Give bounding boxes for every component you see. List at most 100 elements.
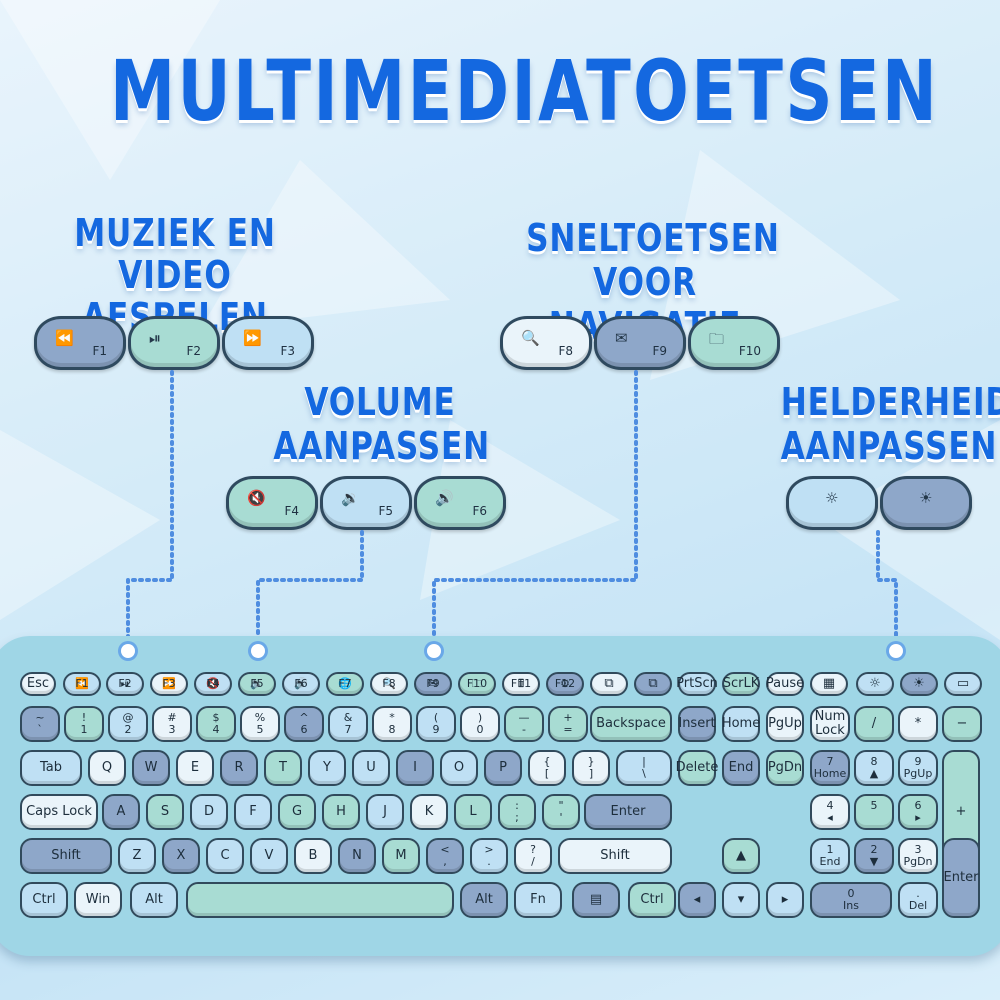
keyboard-key[interactable]: Enter [584, 794, 672, 830]
keyboard-key[interactable]: R [220, 750, 258, 786]
key-brightness-up[interactable]: ☀ [880, 476, 972, 530]
keyboard-key[interactable]: B [294, 838, 332, 874]
keyboard-key[interactable]: M [382, 838, 420, 874]
keyboard-key[interactable]: >. [470, 838, 508, 874]
keyboard-key[interactable]: ⏯F2 [106, 672, 144, 696]
keyboard-key[interactable]: Y [308, 750, 346, 786]
keyboard-key[interactable]: V [250, 838, 288, 874]
keyboard-key[interactable] [186, 882, 454, 918]
keyboard-key[interactable]: Num Lock [810, 706, 850, 742]
keyboard-key[interactable]: !1 [64, 706, 104, 742]
keyboard-key[interactable]: 6▸ [898, 794, 938, 830]
keyboard-key[interactable]: 🔍F8 [370, 672, 408, 696]
key-f4-mute[interactable]: 🔇F4 [226, 476, 318, 530]
keyboard-key[interactable]: .Del [898, 882, 938, 918]
keyboard-key[interactable]: }] [572, 750, 610, 786]
keyboard-key[interactable]: )0 [460, 706, 500, 742]
keyboard-key[interactable]: J [366, 794, 404, 830]
keyboard-key[interactable]: #3 [152, 706, 192, 742]
keyboard-key[interactable]: @2 [108, 706, 148, 742]
keyboard-key[interactable]: Ctrl [628, 882, 676, 918]
keyboard-key[interactable]: ▾ [722, 882, 760, 918]
keyboard-key[interactable]: ⧉ [590, 672, 628, 696]
keyboard-key[interactable]: Tab [20, 750, 82, 786]
key-f2-play-pause[interactable]: ⏯F2 [128, 316, 220, 370]
keyboard-key[interactable]: End [722, 750, 760, 786]
keyboard-key[interactable]: 🌐F7 [326, 672, 364, 696]
keyboard-key[interactable]: A [102, 794, 140, 830]
key-f3-forward[interactable]: ⏩F3 [222, 316, 314, 370]
keyboard-key[interactable]: ⏪F1 [63, 672, 101, 696]
key-f5-volume-down[interactable]: 🔉F5 [320, 476, 412, 530]
keyboard-key[interactable]: Enter [942, 838, 980, 918]
keyboard-key[interactable]: Shift [20, 838, 112, 874]
keyboard-key[interactable]: {[ [528, 750, 566, 786]
keyboard-key[interactable]: Ctrl [20, 882, 68, 918]
keyboard-key[interactable]: ▤ [572, 882, 620, 918]
keyboard-key[interactable]: C [206, 838, 244, 874]
keyboard-key[interactable]: Shift [558, 838, 672, 874]
keyboard-key[interactable]: ScrLK [722, 672, 760, 696]
keyboard-key[interactable]: PrtScn [676, 672, 718, 696]
keyboard-key[interactable]: I [396, 750, 434, 786]
keyboard-key[interactable]: 🔉F5 [238, 672, 276, 696]
keyboard-key[interactable]: ▦ [810, 672, 848, 696]
keyboard-key[interactable]: W [132, 750, 170, 786]
keyboard-key[interactable]: X [162, 838, 200, 874]
keyboard-key[interactable]: Backspace [590, 706, 672, 742]
keyboard-key[interactable]: Pause [766, 672, 804, 696]
key-f8-search[interactable]: 🔍F8 [500, 316, 592, 370]
keyboard-key[interactable]: —- [504, 706, 544, 742]
keyboard-key[interactable]: PgDn [766, 750, 804, 786]
key-brightness-down[interactable]: ☼ [786, 476, 878, 530]
keyboard-key[interactable]: ~` [20, 706, 60, 742]
keyboard-key[interactable]: (9 [416, 706, 456, 742]
keyboard-key[interactable]: &7 [328, 706, 368, 742]
keyboard-key[interactable]: $4 [196, 706, 236, 742]
keyboard-key[interactable]: T [264, 750, 302, 786]
keyboard-key[interactable]: − [942, 706, 982, 742]
keyboard-key[interactable]: O [440, 750, 478, 786]
keyboard-key[interactable]: E [176, 750, 214, 786]
keyboard-key[interactable]: ^6 [284, 706, 324, 742]
keyboard-key[interactable]: ◂ [678, 882, 716, 918]
keyboard-key[interactable]: 🔊F6 [282, 672, 320, 696]
keyboard-key[interactable]: ⚙F12 [546, 672, 584, 696]
key-f1-rewind[interactable]: ⏪F1 [34, 316, 126, 370]
keyboard-key[interactable]: / [854, 706, 894, 742]
keyboard-key[interactable]: Home [722, 706, 760, 742]
keyboard-key[interactable]: Insert [678, 706, 716, 742]
keyboard-key[interactable]: 5 [854, 794, 894, 830]
keyboard-key[interactable]: "' [542, 794, 580, 830]
keyboard-key[interactable]: ☼ [856, 672, 894, 696]
keyboard-key[interactable]: ⧉ [634, 672, 672, 696]
keyboard-key[interactable]: ⏩F3 [150, 672, 188, 696]
key-f6-volume-up[interactable]: 🔊F6 [414, 476, 506, 530]
keyboard-key[interactable]: 🔇F4 [194, 672, 232, 696]
keyboard-key[interactable]: ?/ [514, 838, 552, 874]
key-f10-folder[interactable]: 🗀F10 [688, 316, 780, 370]
keyboard-key[interactable]: ✉F9 [414, 672, 452, 696]
keyboard-key[interactable]: S [146, 794, 184, 830]
keyboard-key[interactable]: P [484, 750, 522, 786]
keyboard-key[interactable]: *8 [372, 706, 412, 742]
keyboard-key[interactable]: D [190, 794, 228, 830]
keyboard-key[interactable]: H [322, 794, 360, 830]
keyboard-key[interactable]: Alt [460, 882, 508, 918]
keyboard-key[interactable]: 8▲ [854, 750, 894, 786]
keyboard-key[interactable]: Q [88, 750, 126, 786]
keyboard-key[interactable]: |\ [616, 750, 672, 786]
keyboard-key[interactable]: 🖩F11 [502, 672, 540, 696]
keyboard-key[interactable]: 2▼ [854, 838, 894, 874]
keyboard-key[interactable]: ☀ [900, 672, 938, 696]
keyboard-key[interactable]: Z [118, 838, 156, 874]
keyboard-key[interactable]: Fn [514, 882, 562, 918]
keyboard-key[interactable]: Esc [20, 672, 56, 696]
keyboard-key[interactable]: ▭ [944, 672, 982, 696]
keyboard-key[interactable]: F [234, 794, 272, 830]
keyboard-key[interactable]: 4◂ [810, 794, 850, 830]
